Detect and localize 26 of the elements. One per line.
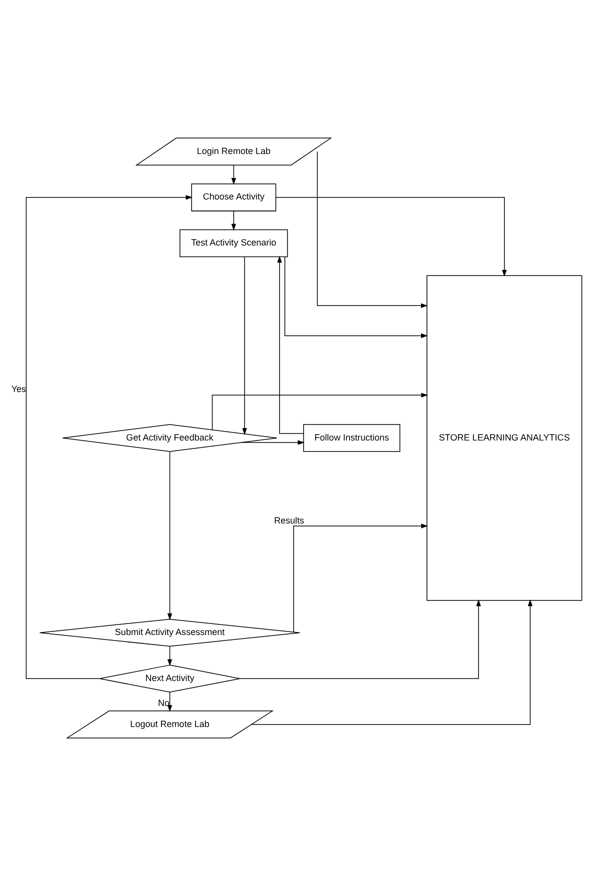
arrow — [277, 256, 304, 434]
node-diamond: Get Activity Feedback — [62, 424, 278, 452]
arrow — [26, 195, 193, 679]
arrow — [231, 164, 236, 185]
arrow — [316, 151, 428, 308]
arrow — [212, 392, 428, 430]
node-diamond: Submit Activity Assessment — [39, 618, 300, 647]
arrow — [241, 440, 305, 445]
edge-label: Yes — [11, 384, 26, 394]
arrow — [251, 599, 533, 725]
node-diamond: Next Activity — [99, 664, 240, 693]
node-box: Follow Instructions — [303, 424, 400, 452]
arrow — [167, 451, 172, 620]
arrow — [240, 599, 481, 679]
edge-label: No — [158, 698, 170, 708]
arrow — [167, 692, 172, 712]
node-box: STORE LEARNING ANALYTICS — [426, 275, 582, 601]
arrow — [242, 256, 247, 435]
arrow — [167, 646, 172, 666]
arrow — [293, 524, 428, 632]
arrow — [231, 210, 236, 231]
edge-label: Results — [274, 515, 304, 526]
arrow — [276, 197, 507, 277]
arrow — [284, 256, 428, 338]
node-box: Choose Activity — [191, 184, 276, 212]
node-box: Test Activity Scenario — [180, 229, 288, 258]
